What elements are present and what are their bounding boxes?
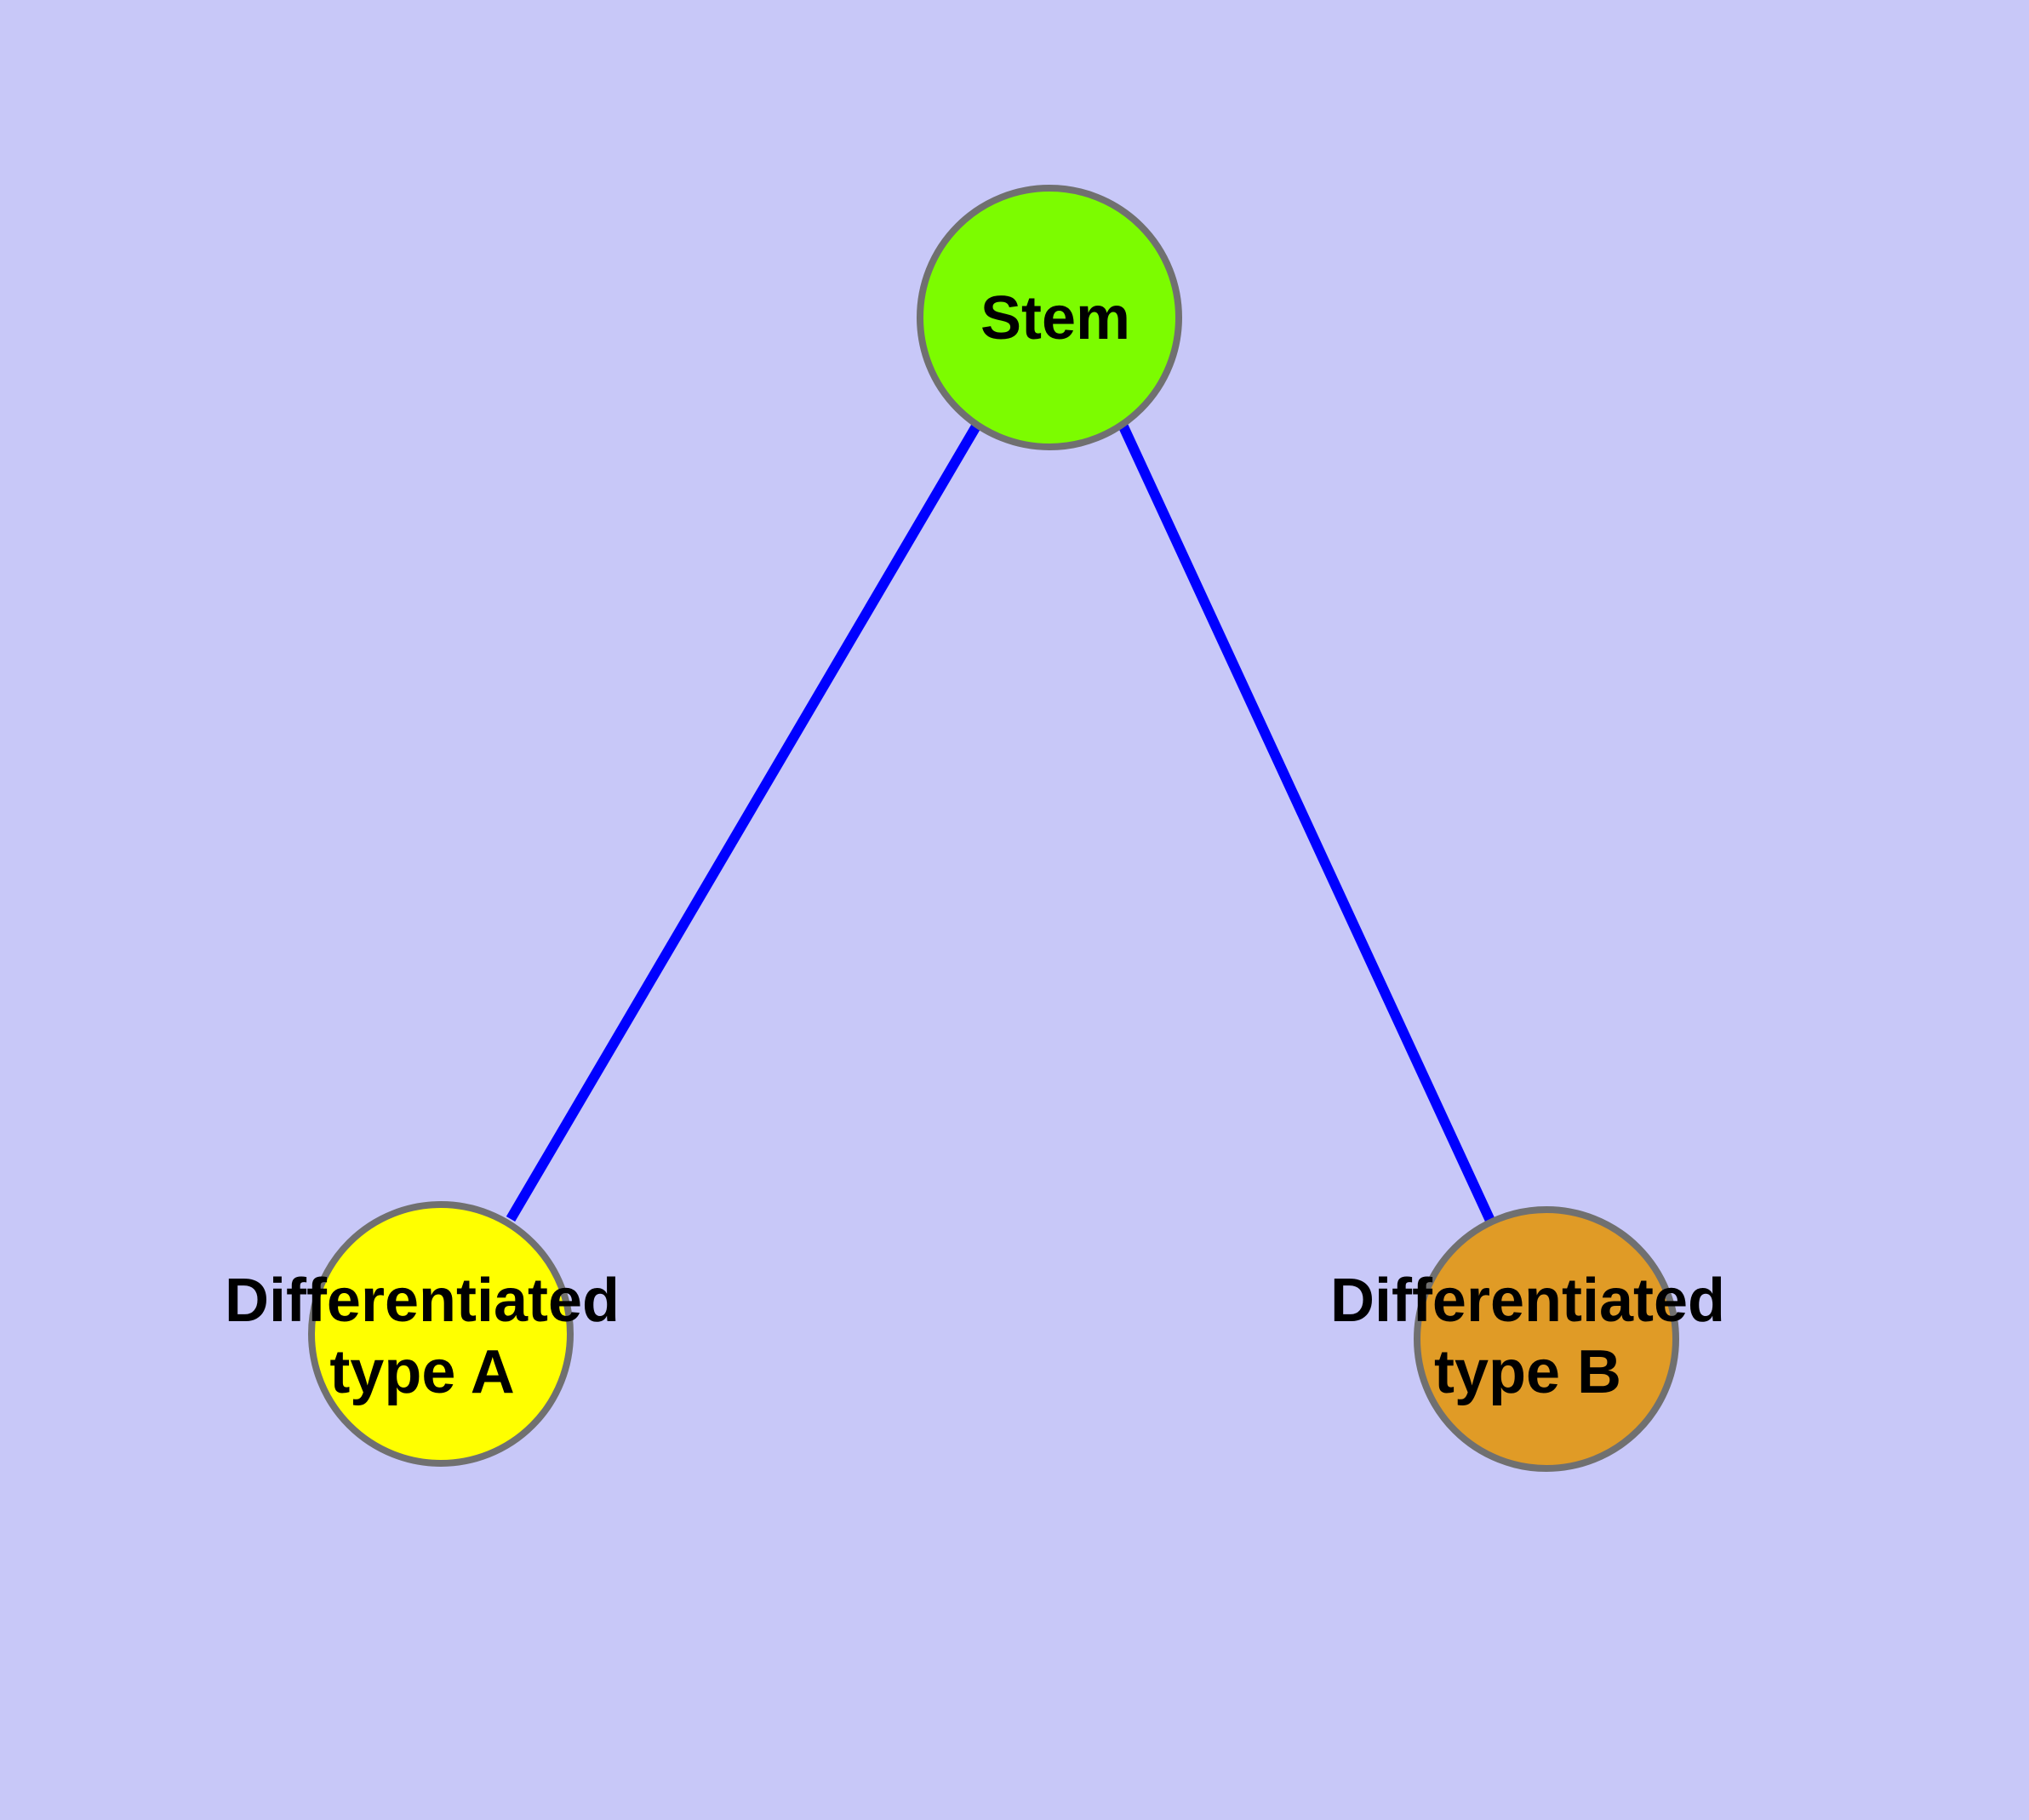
- node-differentiated-type-b[interactable]: [1414, 1206, 1679, 1472]
- edge-stem-to-differentiated-type-a[interactable]: [506, 421, 982, 1222]
- edge-layer: [506, 421, 1496, 1225]
- node-layer: [308, 185, 1679, 1472]
- edge-stem-to-differentiated-type-b[interactable]: [1117, 422, 1496, 1225]
- node-stem[interactable]: [917, 185, 1182, 450]
- node-label-stem: Stem: [980, 284, 1130, 352]
- node-differentiated-type-a[interactable]: [308, 1201, 574, 1467]
